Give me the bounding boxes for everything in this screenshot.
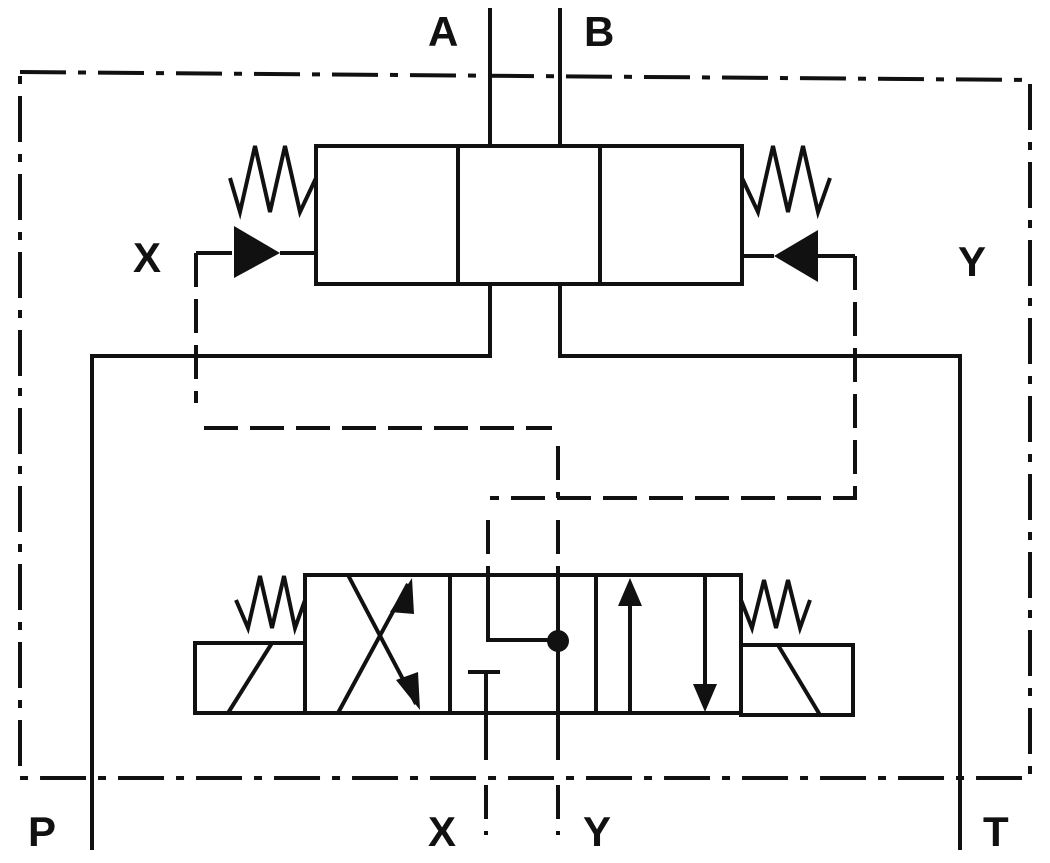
junction-dot-icon (547, 630, 569, 652)
spring-main-left-icon (228, 145, 318, 220)
pilot-line-y (490, 256, 857, 500)
pilot-valve (303, 573, 743, 715)
port-label-a: A (428, 8, 458, 55)
pilot-center-path (486, 575, 558, 642)
spring-pilot-left-icon (234, 575, 307, 636)
arrowhead-down-left-icon (396, 672, 420, 710)
arrowhead-down-icon (693, 684, 717, 712)
pilot-label-x: X (133, 234, 161, 281)
line-t (558, 284, 962, 850)
port-label-p: P (28, 808, 56, 855)
solenoid-left-body (193, 641, 307, 715)
port-label-t: T (983, 808, 1009, 855)
port-label-x-bottom: X (428, 808, 456, 855)
solenoid-right-diagonal (776, 643, 822, 717)
main-valve-body (314, 144, 744, 286)
port-label-y-bottom: Y (583, 808, 611, 855)
solenoid-left (193, 641, 307, 715)
line-p (90, 284, 492, 850)
solenoid-right (739, 643, 855, 717)
pilot-actuator-y (742, 230, 855, 282)
spring-pilot-right-icon (739, 579, 812, 635)
port-label-b: B (584, 8, 614, 55)
pilot-y-triangle-icon (774, 230, 818, 282)
main-valve (314, 144, 744, 286)
arrowhead-up-icon (618, 578, 642, 606)
arrowhead-up-left-icon (390, 578, 414, 614)
solenoid-right-body (739, 643, 855, 717)
pilot-label-y: Y (958, 238, 986, 285)
spring-main-right-icon (740, 145, 832, 220)
pilot-valve-body (303, 573, 743, 715)
pilot-x-triangle-icon (234, 226, 280, 278)
solenoid-left-diagonal (226, 641, 274, 715)
enclosure-boundary (18, 69, 1032, 780)
pilot-actuator-x (196, 226, 316, 278)
